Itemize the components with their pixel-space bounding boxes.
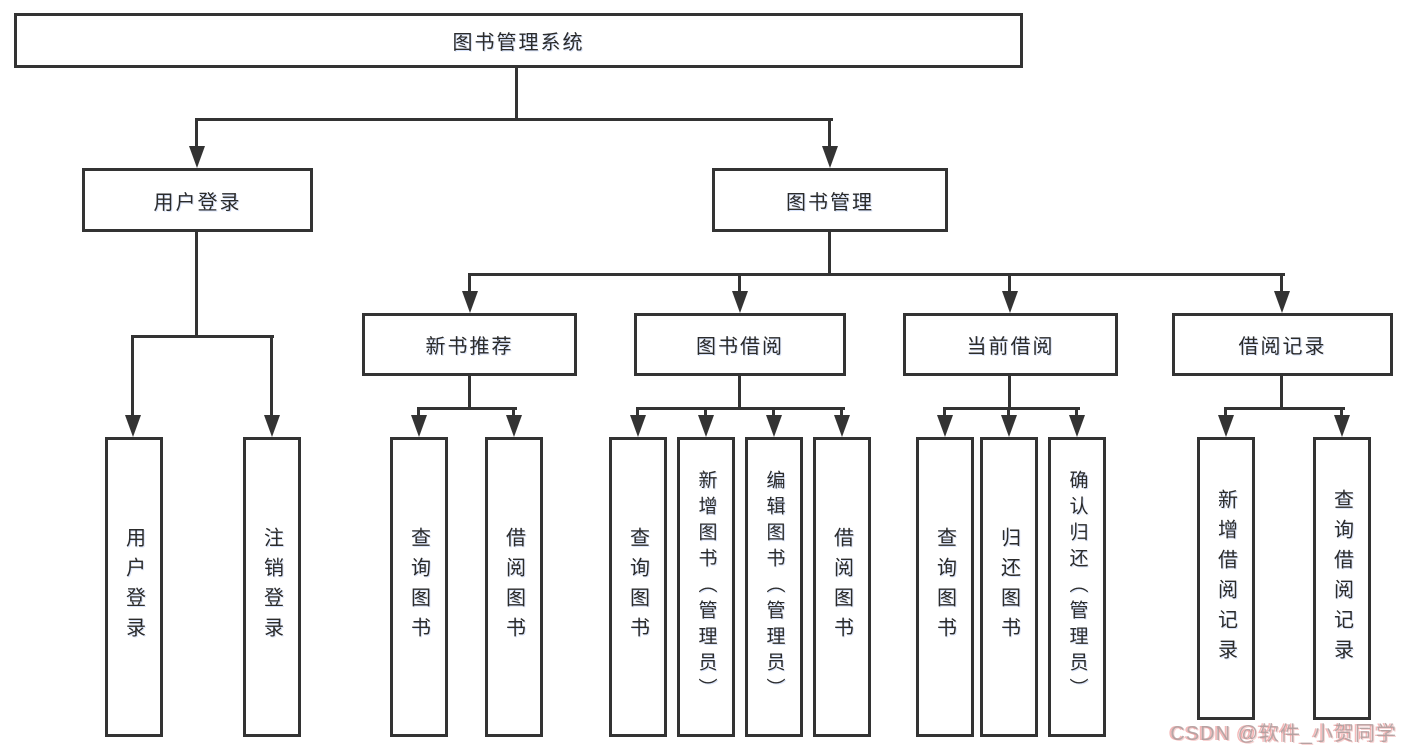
node-borrow-books: 借阅图书 [813, 437, 871, 737]
arrowhead-icon [125, 415, 141, 437]
node-label: 借阅图书 [830, 527, 853, 647]
arrowhead-icon [698, 415, 714, 437]
node-label: 查询借阅记录 [1330, 488, 1353, 669]
connector-line [1280, 273, 1283, 295]
connector-line [772, 407, 775, 419]
node-current-borrowing: 当前借阅 [903, 313, 1118, 376]
node-edit-books-admin: 编辑图书（管理员） [745, 437, 803, 737]
node-book-borrowing: 图书借阅 [634, 313, 846, 376]
connector-line [195, 118, 833, 121]
connector-line [417, 407, 420, 419]
node-add-borrow-record: 新增借阅记录 [1197, 437, 1255, 720]
arrowhead-icon [506, 415, 522, 437]
node-confirm-return-admin: 确认归还（管理员） [1048, 437, 1106, 737]
connector-line [636, 407, 845, 410]
node-label: 确认归还（管理员） [1066, 470, 1088, 704]
arrowhead-icon [937, 415, 953, 437]
node-label: 借阅图书 [502, 527, 525, 647]
connector-line [131, 335, 134, 419]
node-library-system: 图书管理系统 [14, 13, 1023, 68]
node-label: 编辑图书（管理员） [763, 470, 785, 704]
arrowhead-icon [1001, 415, 1017, 437]
node-book-management: 图书管理 [712, 168, 948, 232]
connector-line [1007, 407, 1010, 419]
connector-line [195, 232, 198, 335]
connector-line [1008, 273, 1011, 295]
connector-line [1340, 407, 1343, 419]
connector-line [1224, 407, 1345, 410]
connector-line [636, 407, 639, 419]
node-borrowing-records: 借阅记录 [1172, 313, 1393, 376]
connector-line [738, 376, 741, 407]
connector-line [270, 335, 273, 419]
arrowhead-icon [834, 415, 850, 437]
connector-line [468, 376, 471, 407]
connector-line [1008, 376, 1011, 407]
node-query-books-current: 查询图书 [916, 437, 974, 737]
arrowhead-icon [1218, 415, 1234, 437]
arrowhead-icon [264, 415, 280, 437]
node-user-login-leaf: 用户登录 [105, 437, 163, 737]
connector-line [131, 335, 274, 338]
node-label: 用户登录 [122, 527, 145, 647]
node-borrow-books-recommend: 借阅图书 [485, 437, 543, 737]
connector-line [195, 118, 198, 150]
node-label: 归还图书 [997, 527, 1020, 647]
arrowhead-icon [411, 415, 427, 437]
node-label: 新增借阅记录 [1214, 488, 1237, 669]
node-label: 新增图书（管理员） [695, 470, 717, 704]
arrowhead-icon [1002, 291, 1018, 313]
node-label: 查询图书 [407, 527, 430, 647]
arrowhead-icon [189, 146, 205, 168]
connector-line [512, 407, 515, 419]
node-label: 查询图书 [626, 527, 649, 647]
arrowhead-icon [1069, 415, 1085, 437]
arrowhead-icon [1334, 415, 1350, 437]
arrowhead-icon [766, 415, 782, 437]
connector-line [828, 118, 831, 150]
connector-line [943, 407, 946, 419]
arrowhead-icon [462, 291, 478, 313]
node-return-books: 归还图书 [980, 437, 1038, 737]
connector-line [468, 273, 1285, 276]
node-query-books-recommend: 查询图书 [390, 437, 448, 737]
connector-line [828, 232, 831, 273]
node-logout: 注销登录 [243, 437, 301, 737]
connector-line [468, 273, 471, 295]
connector-line [738, 273, 741, 295]
node-query-borrow-record: 查询借阅记录 [1313, 437, 1371, 720]
node-query-books-borrowing: 查询图书 [609, 437, 667, 737]
connector-line [1224, 407, 1227, 419]
connector-line [1280, 376, 1283, 407]
arrowhead-icon [822, 146, 838, 168]
arrowhead-icon [732, 291, 748, 313]
node-user-login: 用户登录 [82, 168, 313, 232]
connector-line [704, 407, 707, 419]
csdn-watermark: CSDN @软件_小贺同学 [1170, 723, 1397, 745]
node-label: 注销登录 [260, 527, 283, 647]
node-add-books-admin: 新增图书（管理员） [677, 437, 735, 737]
connector-line [840, 407, 843, 419]
node-new-book-recommend: 新书推荐 [362, 313, 577, 376]
connector-line [943, 407, 1080, 410]
connector-line [417, 407, 517, 410]
arrowhead-icon [1274, 291, 1290, 313]
connector-line [1075, 407, 1078, 419]
arrowhead-icon [630, 415, 646, 437]
connector-line [515, 67, 518, 118]
node-label: 查询图书 [933, 527, 956, 647]
